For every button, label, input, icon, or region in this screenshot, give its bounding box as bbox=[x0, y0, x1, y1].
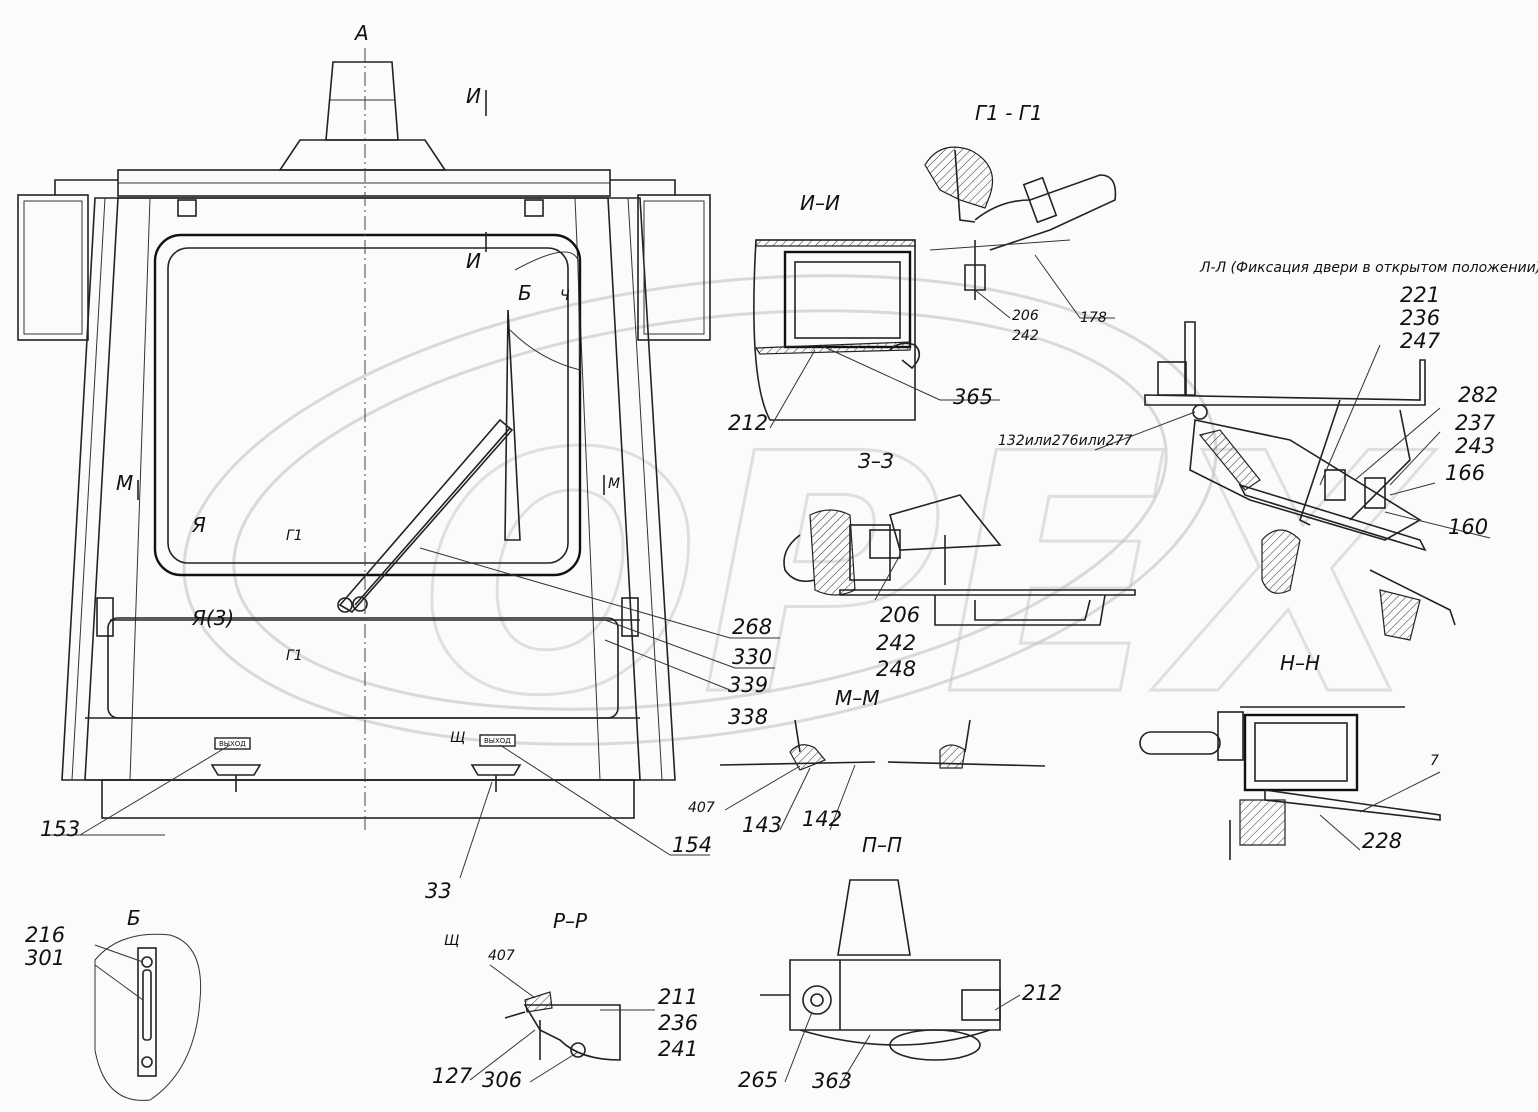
detail-b bbox=[94, 933, 202, 1101]
callout: 268 bbox=[732, 615, 772, 639]
section-p-title: П–П bbox=[862, 833, 902, 857]
callout: 206 bbox=[880, 603, 920, 627]
callout: 154 bbox=[672, 833, 712, 857]
callout: 248 bbox=[876, 657, 916, 681]
mark-b: Б bbox=[518, 281, 532, 305]
callout: 265 bbox=[738, 1068, 778, 1092]
mark-shch-top: Щ bbox=[450, 730, 465, 746]
mark-g1-bottom: Г1 bbox=[286, 648, 303, 664]
section-z-z bbox=[783, 494, 1136, 626]
mark-m-left: М bbox=[116, 471, 133, 495]
section-l-l bbox=[1144, 321, 1456, 641]
section-p-p bbox=[760, 879, 1001, 1061]
exit-plate-right: ВЫХОД bbox=[484, 737, 511, 745]
mark-ya: Я bbox=[191, 513, 206, 537]
section-i-title: И–И bbox=[800, 191, 840, 215]
callout: 339 bbox=[728, 673, 768, 697]
callout: 301 bbox=[25, 946, 65, 970]
section-m-title: М–М bbox=[835, 686, 880, 710]
callout: 407 bbox=[688, 800, 715, 816]
callout: 330 bbox=[732, 645, 772, 669]
callout: 236 bbox=[1400, 306, 1440, 330]
section-i-i bbox=[753, 239, 921, 421]
callout: 242 bbox=[876, 631, 916, 655]
section-g1-g1 bbox=[924, 146, 1117, 300]
callout: 160 bbox=[1448, 515, 1488, 539]
callout: 216 bbox=[25, 923, 65, 947]
section-n-title: Н–Н bbox=[1280, 651, 1320, 675]
section-r-title: Р–Р bbox=[553, 909, 588, 933]
section-l-title: Л-Л (Фиксация двери в открытом положении… bbox=[1199, 260, 1538, 276]
section-m-m bbox=[719, 719, 1046, 771]
callout: 282 bbox=[1458, 383, 1498, 407]
callout: 241 bbox=[658, 1037, 698, 1061]
mark-ya3: Я(3) bbox=[191, 606, 234, 630]
callout: 242 bbox=[1012, 328, 1039, 344]
callout: 142 bbox=[802, 807, 842, 831]
callout: 143 bbox=[742, 813, 782, 837]
callout: 247 bbox=[1400, 329, 1441, 353]
callout: 166 bbox=[1445, 461, 1485, 485]
section-r-r bbox=[504, 991, 621, 1061]
callout: 306 bbox=[482, 1068, 522, 1092]
callout: 228 bbox=[1362, 829, 1402, 853]
main-view-cab bbox=[17, 48, 711, 830]
mark-i-top: И bbox=[466, 84, 481, 108]
callout: 237 bbox=[1455, 411, 1496, 435]
callout: 407 bbox=[488, 948, 515, 964]
mark-i-bottom: И bbox=[466, 249, 481, 273]
section-g1-title: Г1 - Г1 bbox=[975, 101, 1043, 125]
callout: 243 bbox=[1455, 434, 1495, 458]
leader-lines bbox=[45, 254, 1491, 1086]
mark-g1-top: Г1 bbox=[286, 528, 303, 544]
mark-m-right: М bbox=[608, 476, 620, 492]
callouts: 153 154 33 268 330 339 338 212 365 206 2… bbox=[25, 283, 1498, 1093]
mark-shch-bottom: Щ bbox=[444, 933, 459, 949]
section-z-title: З–З bbox=[858, 449, 894, 473]
callout: 7 bbox=[1430, 753, 1439, 769]
exit-plate-left: ВЫХОД bbox=[219, 740, 246, 748]
view-a-title: А bbox=[353, 21, 369, 45]
callout: 206 bbox=[1012, 308, 1039, 324]
labels: А Б И–И Г1 - Г1 Л-Л (Фиксация двери в от… bbox=[116, 21, 1538, 949]
callout: 211 bbox=[658, 985, 698, 1009]
callout: 363 bbox=[812, 1069, 852, 1093]
callout: 212 bbox=[728, 411, 768, 435]
callout: 33 bbox=[425, 879, 452, 903]
callout: 236 bbox=[658, 1011, 698, 1035]
callout: 153 bbox=[40, 817, 80, 841]
callout: 365 bbox=[953, 385, 993, 409]
callout: 212 bbox=[1022, 981, 1062, 1005]
callout: 127 bbox=[432, 1064, 473, 1088]
mark-ch: Ч bbox=[560, 288, 570, 304]
detail-b-title: Б bbox=[127, 906, 141, 930]
section-n-n bbox=[1139, 706, 1441, 860]
callout: 338 bbox=[728, 705, 768, 729]
callout: 221 bbox=[1400, 283, 1440, 307]
callout: 132или276или277 bbox=[998, 433, 1133, 449]
callout: 178 bbox=[1080, 310, 1107, 326]
